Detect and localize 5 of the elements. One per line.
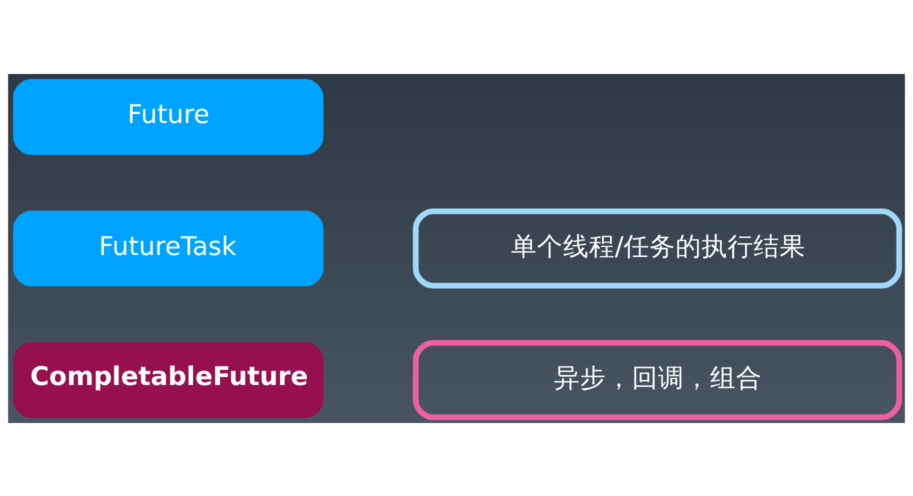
node-box: FutureTask: [13, 210, 324, 286]
node-box: CompletableFuture: [13, 342, 324, 418]
node-box: 异步，回调，组合: [412, 340, 902, 420]
node-box: Future: [13, 78, 324, 154]
node-box: 单个线程/任务的执行结果: [412, 208, 902, 288]
